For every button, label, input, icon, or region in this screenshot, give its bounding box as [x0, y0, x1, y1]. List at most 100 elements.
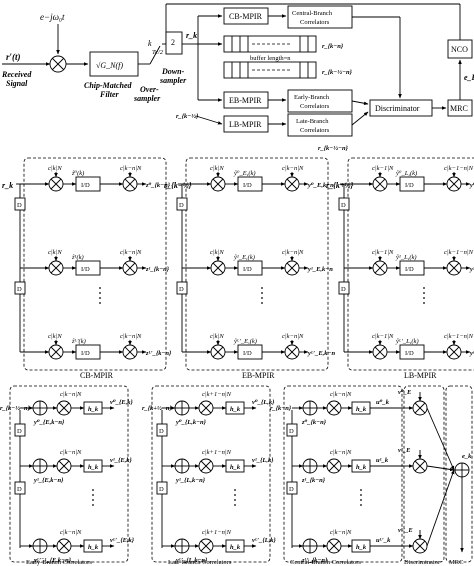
late-h-label: h_k: [230, 406, 241, 413]
sample-tc: Tc/2: [152, 49, 164, 56]
mrc-sum: [454, 462, 470, 478]
late-delay-box: [156, 423, 168, 437]
eb-mpir-input: r_{k−½}: [164, 181, 192, 190]
downsampler-1: Down-: [161, 67, 185, 76]
lb-id-label: I/D: [405, 182, 414, 189]
cb-ellipsis-1: [99, 292, 101, 294]
eb-corr-2: Correlators: [300, 103, 330, 110]
late-out-label: v⁰_{L,k}: [252, 399, 275, 406]
late-adder: [174, 400, 190, 416]
central-row-2: zᴸ′_{k−n}c|k−n|Nh_kuᴸ′_kvᴸ′_E: [292, 469, 455, 564]
lb-ellipsis-1: [423, 292, 425, 294]
input-signal-label: r′(t): [6, 52, 21, 62]
to-mrc: [426, 469, 455, 547]
eb-id-label: I/D: [243, 266, 252, 273]
lb-code-a: c|k−1|N: [372, 165, 394, 172]
cb-mult-a-x2: [50, 178, 62, 190]
late-y-label: y⁰_{L,k−n}: [175, 419, 207, 426]
cb-id-label: I/D: [81, 182, 90, 189]
early-out-label: v⁰_{E,k}: [110, 399, 133, 406]
early-y-label: y¹_{E,k−n}: [33, 477, 64, 484]
early-adder: [32, 458, 48, 474]
early-mult: [56, 458, 72, 474]
disc-mult: [412, 538, 428, 554]
to-mrc: [426, 407, 455, 471]
disc-mult-x2: [414, 540, 426, 552]
eb-ellipsis-1: [261, 292, 263, 294]
error-label: e_E: [464, 73, 474, 82]
cb-id-label: I/D: [81, 266, 90, 273]
eb-mult-a: [210, 260, 226, 276]
cb-mult-a-x2: [50, 262, 62, 274]
early-out-label: vᴸ′_{E,k}: [110, 537, 135, 544]
early-mult: [56, 538, 72, 554]
early-ellipsis-1: [92, 494, 94, 496]
cb-delay-box: [14, 197, 26, 211]
eb-mult-b: [284, 344, 300, 360]
early-h-label: h_k: [88, 406, 99, 413]
late-ellipsis-2: [234, 499, 236, 501]
eb-mpir-title: EB-MPIR: [242, 371, 275, 380]
cb-ellipsis-2: [99, 297, 101, 299]
lb-code-b: c|k−1−n|N: [444, 333, 474, 340]
lb-out-label: y¹_L,k−n: [469, 266, 474, 273]
downsampler-2: sampler: [159, 76, 187, 85]
lb-mpir-row-0: Dc|k−1|NI/Dŷ⁰_L,(k)c|k−1−n|Ny⁰_L,k−n: [338, 165, 474, 211]
late-row-2: yᴸ′_{L,k−n}c|k+1−n|Nh_kvᴸ′_{L,k}: [162, 529, 276, 564]
lb-mult-a: [372, 260, 388, 276]
early-y-label: y⁰_{E,k−n}: [33, 419, 65, 426]
eb-mult-b-x2: [286, 178, 298, 190]
central-ellipsis-3: [360, 504, 362, 506]
disc-frame: [403, 385, 445, 563]
eb-code-a: c|k|N: [210, 249, 224, 256]
late-out-label: vᴸ′_{L,k}: [252, 537, 276, 544]
eb-out-label: yᴸ′_E,k−n: [307, 350, 335, 357]
late-correlator-panel: Late-Branch Correlatorsr_{k+½−n}Dy⁰_{L,k…: [142, 385, 276, 566]
lb-ellipsis-2: [423, 297, 425, 299]
early-adder: [32, 400, 48, 416]
lb-delay-label: D: [341, 286, 346, 293]
cb-mpir-row-2: c|k|NI/Dẑᴸ′(k)c|k−n|Nzᴸ′_{k−n}: [20, 333, 172, 360]
early-ellipsis-0: [92, 489, 94, 491]
central-code: c|k−n|N: [330, 391, 352, 398]
cmf-label-2: Filter: [99, 90, 120, 99]
eb-mult-a-x2: [212, 346, 224, 358]
cb-out-label: z¹_{k−n}: [145, 266, 170, 273]
late-h-label: h_k: [230, 464, 241, 471]
lb-mult-a-x2: [374, 178, 386, 190]
central-delay-label: D: [289, 428, 294, 435]
lb-delay-box: [338, 281, 350, 295]
lb-mpir-panel: LB-MPIRr_{k+½}Dc|k−1|NI/Dŷ⁰_L,(k)c|k−1−n…: [326, 157, 474, 380]
lb-mpir-row-1: Dc|k−1|NI/Dŷ¹_L,(k)c|k−1−n|Ny¹_L,k−n: [338, 249, 474, 304]
cb-id-label: I/D: [81, 350, 90, 357]
eb-id-label: I/D: [243, 350, 252, 357]
central-h-label: h_k: [356, 464, 367, 471]
eb-delay-box: [176, 197, 188, 211]
early-code: c|k−n|N: [60, 529, 82, 536]
late-ellipsis-1: [234, 494, 236, 496]
lb-code-a: c|k−1|N: [372, 249, 394, 256]
eb-mult-a-x2: [212, 262, 224, 274]
lb-id-label: I/D: [405, 350, 414, 357]
late-code: c|k+1−n|N: [202, 449, 232, 456]
late-mult-x2: [200, 402, 212, 414]
eb-corr-1: Early-Branch: [294, 94, 330, 101]
early-code: c|k−n|N: [60, 391, 82, 398]
early-delay-label: D: [17, 428, 22, 435]
cb-mult-b-x2: [124, 262, 136, 274]
central-ellipsis-1: [360, 494, 362, 496]
eb-mpir-panel: EB-MPIRr_{k−½}Dc|k|NI/Dŷ⁰_E,(k)c|k−n|Ny⁰…: [164, 157, 335, 380]
central-z-label: z¹_{k−n}: [301, 477, 326, 484]
cb-ellipsis-3: [99, 302, 101, 304]
central-mult-x2: [328, 460, 340, 472]
late-mult-x2: [200, 460, 212, 472]
cb-code-b: c|k−n|N: [120, 333, 142, 340]
early-mult: [56, 400, 72, 416]
lb-mult-a-x2: [374, 346, 386, 358]
cb-mult-a-x2: [50, 346, 62, 358]
rkn-half-label: r_{k−½−n}: [322, 69, 353, 76]
early-delay-box: [14, 481, 26, 495]
central-u-label: uᴸ′_k: [376, 537, 391, 544]
lb-mult-b-x2: [448, 346, 460, 358]
